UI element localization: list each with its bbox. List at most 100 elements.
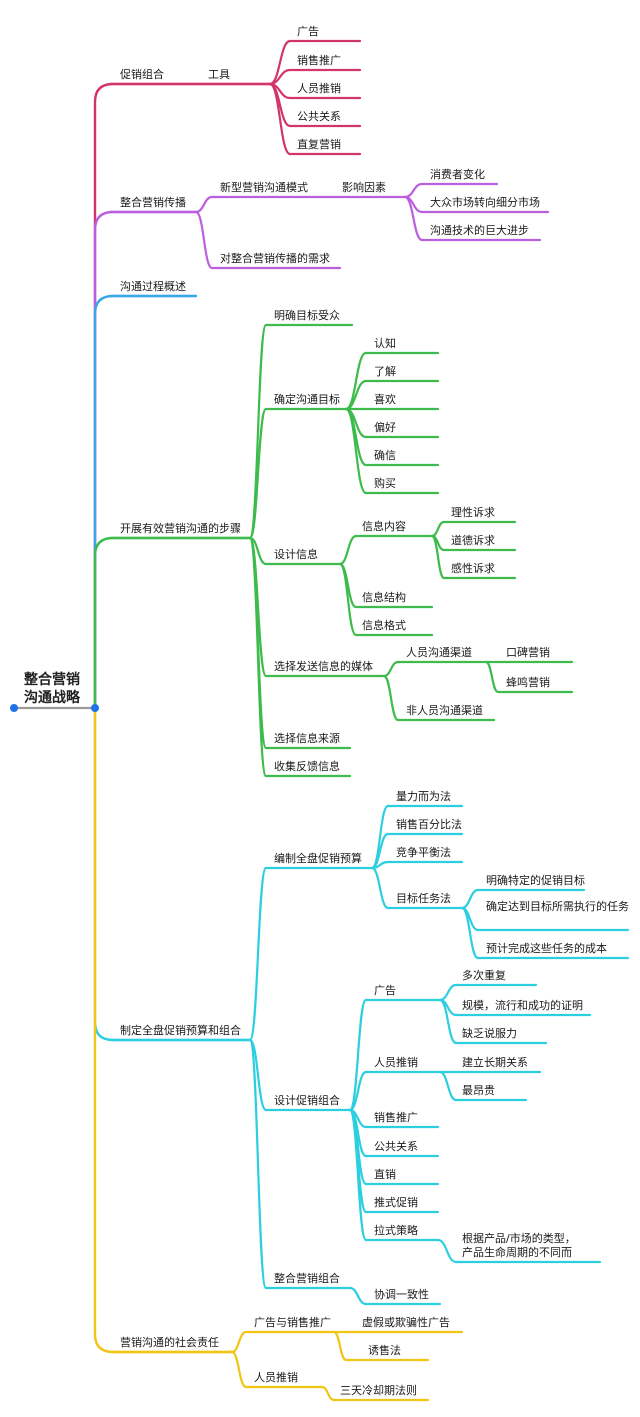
connector (338, 534, 358, 566)
connector (348, 998, 368, 1112)
branch-social: 营销沟通的社会责任 (120, 1335, 219, 1349)
connector (230, 1330, 248, 1354)
connector (382, 674, 400, 722)
node-nonpersonal-channel: 非人员沟通渠道 (406, 703, 483, 717)
connector (430, 520, 446, 538)
node-structure: 信息结构 (362, 590, 406, 604)
tool-item: 销售推广 (297, 53, 341, 67)
personal-selling-item: 最昂贵 (462, 1084, 495, 1097)
connector (460, 906, 480, 960)
connector (382, 660, 400, 678)
connector (370, 866, 390, 910)
tool-item: 公共关系 (297, 109, 341, 123)
connector-dots (10, 704, 99, 712)
connector (348, 1286, 368, 1306)
node-consistency: 协调一致性 (374, 1287, 429, 1301)
mix-public-relations: 公共关系 (374, 1139, 418, 1153)
tool-item: 人员推销 (297, 81, 341, 95)
connector (430, 534, 446, 580)
tool-item: 直复营销 (297, 137, 341, 151)
factor-item: 消费者变化 (430, 167, 485, 181)
task-item: 预计完成这些任务的成本 (486, 941, 607, 955)
node-integrate: 整合营销组合 (274, 1271, 340, 1285)
branch-budget: 制定全盘促销预算和组合 (120, 1023, 241, 1037)
connector (248, 1038, 268, 1290)
connector (460, 888, 480, 910)
connector (248, 1038, 268, 1112)
root-left-dot (10, 704, 18, 712)
node-factors: 影响因素 (342, 181, 386, 194)
task-item: 确定达到目标所需执行的任务 (486, 899, 629, 913)
connector (348, 1070, 368, 1112)
advertising-item: 规模，流行和成功的证明 (462, 998, 583, 1012)
objective-item: 认知 (374, 336, 396, 350)
connector (248, 866, 268, 1042)
objective-item: 喜欢 (374, 392, 396, 406)
mix-pull: 拉式策略 (374, 1223, 418, 1237)
connector (230, 1350, 248, 1389)
mix-direct: 直销 (374, 1167, 396, 1181)
appeal-item: 道德诉求 (451, 533, 495, 547)
node-format: 信息格式 (362, 618, 406, 632)
factor-item: 大众市场转向细分市场 (430, 195, 540, 209)
connector (194, 195, 214, 214)
branch-promo-mix: 促销组合 (120, 67, 164, 81)
root-title-line2: 沟通战略 (24, 689, 81, 706)
connector (438, 998, 458, 1045)
connector (248, 536, 268, 778)
step-audience: 明确目标受众 (274, 308, 340, 322)
node-design-mix: 设计促销组合 (274, 1093, 340, 1107)
root-right-dot (91, 704, 99, 712)
pull-note: 根据产品/市场的类型，产品生命周期的不同而 (462, 1231, 576, 1259)
objective-item: 购买 (374, 476, 396, 490)
personal-selling-item: 建立长期关系 (462, 1055, 528, 1069)
connector (320, 1385, 336, 1402)
ads-promo-item: 诱售法 (368, 1343, 401, 1357)
step-source: 选择信息来源 (274, 731, 340, 745)
connector (403, 182, 424, 199)
appeal-item: 感性诉求 (451, 561, 495, 575)
trunk-connector (93, 536, 252, 710)
connector (484, 660, 500, 694)
connector (403, 195, 424, 242)
task-item: 明确特定的促销目标 (486, 873, 585, 887)
branch-process: 沟通过程概述 (120, 280, 186, 293)
appeal-item: 理性诉求 (451, 505, 495, 519)
connector (438, 1070, 458, 1102)
branch-steps: 开展有效营销沟通的步骤 (120, 521, 241, 535)
mix-push: 推式促销 (374, 1195, 418, 1209)
objective-item: 确信 (374, 449, 396, 462)
trunk-connector (93, 706, 252, 1042)
connector (438, 983, 458, 1002)
connector (348, 1108, 368, 1242)
step-feedback: 收集反馈信息 (274, 759, 340, 773)
node-labels: 整合营销沟通战略促销组合工具广告销售推广人员推销公共关系直复营销整合营销传播新型… (23, 25, 629, 1397)
connector (248, 407, 268, 540)
budget-method: 竞争平衡法 (396, 845, 451, 859)
node-tools: 工具 (208, 68, 230, 81)
node-objective-task: 目标任务法 (396, 891, 451, 905)
mix-advertising: 广告 (374, 984, 396, 997)
node-imc-need: 对整合营销传播的需求 (220, 251, 330, 265)
advertising-item: 缺乏说服力 (462, 1026, 517, 1040)
objective-item: 了解 (374, 364, 396, 378)
step-objectives: 确定沟通目标 (274, 392, 340, 406)
node-personal-channel: 人员沟通渠道 (406, 645, 472, 659)
connector (268, 82, 292, 156)
trunk-connector (93, 294, 198, 710)
budget-method: 量力而为法 (396, 789, 451, 803)
objective-item: 偏好 (374, 420, 396, 434)
connector (344, 407, 368, 495)
node-content: 信息内容 (362, 519, 406, 533)
channel-item: 蜂鸣营销 (506, 675, 550, 689)
node-set-budget: 编制全盘促销预算 (274, 851, 362, 865)
branch-imc: 整合营销传播 (120, 195, 186, 209)
step-media: 选择发送信息的媒体 (274, 659, 373, 673)
mix-personal-selling: 人员推销 (374, 1055, 418, 1069)
budget-method: 销售百分比法 (396, 817, 462, 831)
advertising-item: 多次重复 (462, 968, 506, 982)
ads-promo-item: 虚假或欺骗性广告 (362, 1315, 450, 1329)
channel-item: 口碑营销 (506, 645, 550, 659)
step-message: 设计信息 (274, 547, 318, 561)
